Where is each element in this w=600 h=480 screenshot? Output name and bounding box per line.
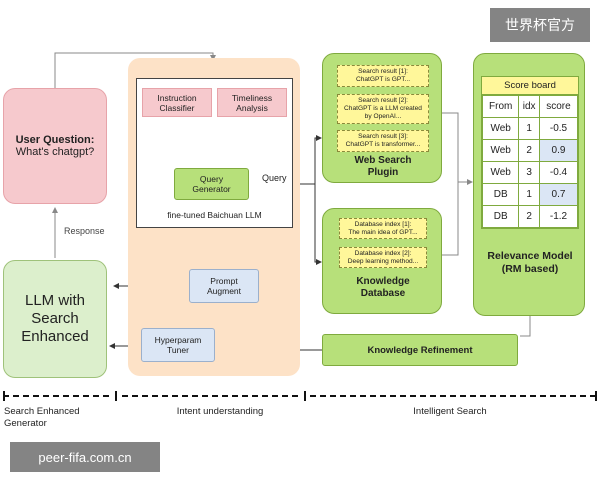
database-index-2-line2: Deep learning method... [347,257,419,265]
database-index-2: Database index [2]: Deep learning method… [339,247,427,268]
knowledge-database: Database index [1]: The main idea of GPT… [322,208,442,314]
header-from: From [481,95,520,118]
web-search-title-line1: Web Search [354,155,412,166]
relevance-model-title: Relevance Model (RM based) [474,250,586,276]
segment-search-enhanced-line2: Generator [4,418,47,429]
database-index-1-line1: Database index [1]: [354,220,412,228]
search-result-2-line1: Search result [2]: [358,97,408,104]
search-result-2-line2: ChatGPT is a LLM created [344,105,422,112]
knowledge-db-title-line2: Database [360,288,406,299]
database-index-1-line2: The main idea of GPT... [348,228,418,236]
database-index-2-line1: Database index [2]: [354,249,412,257]
knowledge-db-title: Knowledge Database [323,276,443,300]
score-cell-idx: 1 [518,117,540,140]
search-result-1-line2: ChatGPT is GPT... [355,76,411,83]
watermark-top-text: 世界杯官方 [505,17,575,33]
web-search-title: Web Search Plugin [323,155,443,179]
response-label: Response [64,226,105,236]
instruction-classifier-line2: Classifier [159,102,195,113]
timeliness-analysis-line1: Timeliness [231,92,273,103]
timeliness-analysis: Timeliness Analysis [217,88,287,117]
prompt-augment-line2: Augment [206,286,242,296]
user-question-title: User Question: [15,134,95,146]
segment-search-enhanced: Search Enhanced Generator [4,406,116,430]
search-result-3-line2: ChatGPT is transformer... [345,141,421,148]
relevance-model-line1: Relevance Model [487,250,573,262]
query-generator: Query Generator [174,168,249,200]
search-result-3-line1: Search result [3]: [358,133,408,140]
score-cell-idx: 2 [518,139,540,162]
query-generator-line2: Generator [192,184,231,194]
knowledge-refinement: Knowledge Refinement [322,334,518,366]
watermark-bottom-text: peer-fifa.com.cn [38,449,132,465]
score-cell-from: DB [481,205,520,228]
web-search-plugin: Search result [1]: ChatGPT is GPT... Sea… [322,53,442,183]
hyperparam-tuner-line2: Tuner [167,345,189,355]
score-cell-score: 0.9 [538,139,579,162]
search-result-1: Search result [1]: ChatGPT is GPT... [337,65,429,87]
llm-enhanced-box: LLM with Search Enhanced [3,260,107,378]
score-cell-score: -0.5 [538,117,579,140]
user-question-text: What's chatgpt? [15,146,95,158]
query-label: Query [262,173,287,183]
score-cell-idx: 1 [518,183,540,206]
header-score: score [538,95,579,118]
score-cell-from: Web [481,117,520,140]
prompt-augment: Prompt Augment [189,269,259,303]
query-generator-line1: Query [199,174,224,184]
database-index-1: Database index [1]: The main idea of GPT… [339,218,427,239]
baichuan-llm-label: fine-tuned Baichuan LLM [167,210,262,220]
hyperparam-tuner: Hyperparam Tuner [141,328,215,362]
score-cell-score: -1.2 [538,205,579,228]
segment-intent: Intent understanding [176,406,264,417]
instruction-classifier-line1: Instruction [157,92,197,103]
score-cell-score: -0.4 [538,161,579,184]
watermark-top: 世界杯官方 [490,8,590,42]
llm-enhanced-line1: LLM with [24,292,86,309]
search-result-1-line1: Search result [1]: [358,68,408,75]
timeliness-analysis-line2: Analysis [236,102,268,113]
score-cell-idx: 3 [518,161,540,184]
segment-search-enhanced-line1: Search Enhanced [4,406,80,417]
score-cell-from: Web [481,161,520,184]
prompt-augment-line1: Prompt [210,276,238,286]
relevance-model-line2: (RM based) [501,263,559,275]
search-result-3: Search result [3]: ChatGPT is transforme… [337,130,429,152]
instruction-classifier: Instruction Classifier [142,88,212,117]
llm-enhanced-line2: Search [31,310,79,327]
user-question-box: User Question: What's chatgpt? [3,88,107,204]
score-board-header: From idx score [481,95,579,118]
score-board-title: Score board [482,77,578,95]
score-cell-from: Web [481,139,520,162]
segment-intelligent-search: Intelligent Search [413,406,487,417]
web-search-title-line2: Plugin [367,167,399,178]
search-result-2: Search result [2]: ChatGPT is a LLM crea… [337,94,429,124]
watermark-bottom: peer-fifa.com.cn [10,442,160,472]
score-cell-from: DB [481,183,520,206]
score-cell-idx: 2 [518,205,540,228]
score-cell-score: 0.7 [538,183,579,206]
llm-enhanced-line3: Enhanced [21,328,89,345]
hyperparam-tuner-line1: Hyperparam [154,335,202,345]
knowledge-db-title-line1: Knowledge [356,276,410,287]
search-result-2-line3: by OpenAI... [364,113,402,120]
header-idx: idx [518,95,540,118]
